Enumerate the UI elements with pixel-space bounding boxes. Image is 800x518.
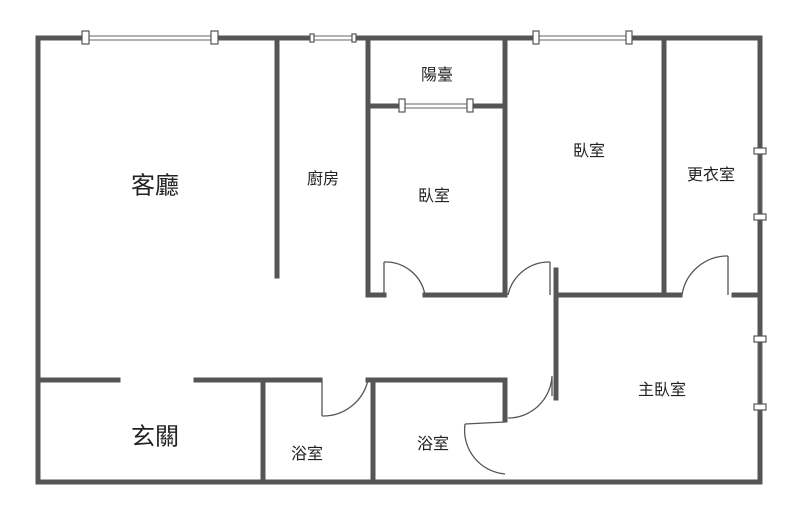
window-closet (753, 35, 767, 221)
room-label-bathroom-left: 浴室 (290, 444, 324, 463)
room-label-bedroom-top: 臥室 (572, 141, 606, 160)
room-label-bedroom-small: 臥室 (417, 186, 451, 205)
room-label-balcony: 陽臺 (420, 65, 454, 84)
room-label-master-bedroom: 主臥室 (637, 380, 687, 399)
room-label-kitchen: 廚房 (306, 169, 340, 188)
door-closet (681, 255, 729, 296)
window-master-bedroom (753, 335, 767, 411)
room-label-entrance: 玄關 (131, 422, 179, 451)
door-bathroom-left (321, 379, 369, 417)
window-bedroom-top (532, 30, 633, 45)
window-kitchen (309, 33, 357, 43)
window-living-room (81, 30, 219, 45)
interior-walls (35, 35, 763, 485)
room-label-closet: 更衣室 (686, 165, 736, 184)
door-bedroom-top (507, 261, 551, 296)
door-bedroom-small (383, 261, 426, 296)
door-master-bedroom (507, 375, 553, 419)
room-label-bathroom-right: 浴室 (416, 434, 450, 453)
window-balcony (398, 98, 474, 113)
room-label-living-room: 客廳 (131, 171, 179, 200)
door-bathroom-right (463, 421, 506, 475)
